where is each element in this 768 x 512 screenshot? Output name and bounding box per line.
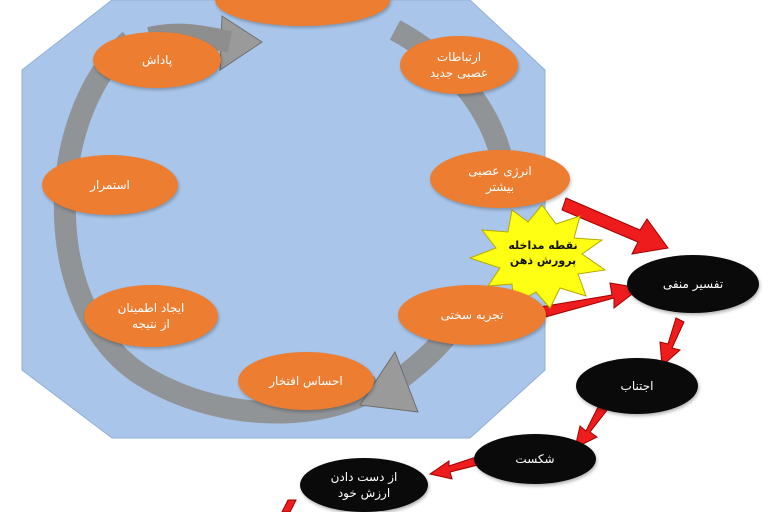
- red-arrow-down-1: [659, 317, 685, 368]
- cycle-node-more-energy: انرژی عصبی بیشتر: [430, 150, 570, 208]
- negative-node-label: شکست: [515, 451, 555, 466]
- cycle-node-pride: احساس افتخار: [238, 352, 374, 410]
- cycle-node-label: استمرار: [90, 177, 130, 192]
- cycle-node-hard-experience: تجربه سختی: [398, 285, 546, 345]
- cycle-node-persistence: استمرار: [42, 155, 178, 215]
- cycle-node-label: احساس افتخار: [269, 373, 343, 388]
- red-arrows: [281, 197, 685, 512]
- red-arrow-hard: [539, 282, 642, 319]
- negative-node-label: تفسیر منفی: [662, 276, 724, 291]
- red-arrow-energy: [561, 197, 669, 255]
- cycle-node-label: پاداش: [141, 52, 173, 67]
- red-arrow-down-2: [574, 402, 609, 449]
- cycle-node-label: ایجاد اطمینان از نتیجه: [117, 300, 185, 331]
- cycle-node-reward: پاداش: [93, 32, 221, 88]
- negative-node-interpretation: تفسیر منفی: [627, 255, 759, 313]
- negative-node-failure: شکست: [474, 434, 596, 484]
- cycle-node-confidence: ایجاد اطمینان از نتیجه: [84, 285, 218, 347]
- negative-node-label: اجتناب: [620, 378, 654, 393]
- intervention-label: نقطه مداخله پرورش ذهن: [508, 239, 578, 267]
- negative-node-loss-of-self-worth: از دست دادن ارزش خود: [300, 458, 428, 512]
- red-arrow-left: [428, 456, 479, 480]
- negative-node-label: از دست دادن ارزش خود: [330, 469, 398, 500]
- cycle-node-new-connections: ارتباطات عصبی جدید: [400, 36, 518, 94]
- negative-node-avoidance: اجتناب: [576, 358, 698, 414]
- cycle-node-label: ارتباطات عصبی جدید: [429, 49, 489, 80]
- red-arrow-bottom: [281, 499, 297, 512]
- cycle-node-label: تجربه سختی: [440, 307, 504, 322]
- cycle-node-label: انرژی عصبی بیشتر: [468, 163, 532, 194]
- intervention-star: [468, 204, 607, 309]
